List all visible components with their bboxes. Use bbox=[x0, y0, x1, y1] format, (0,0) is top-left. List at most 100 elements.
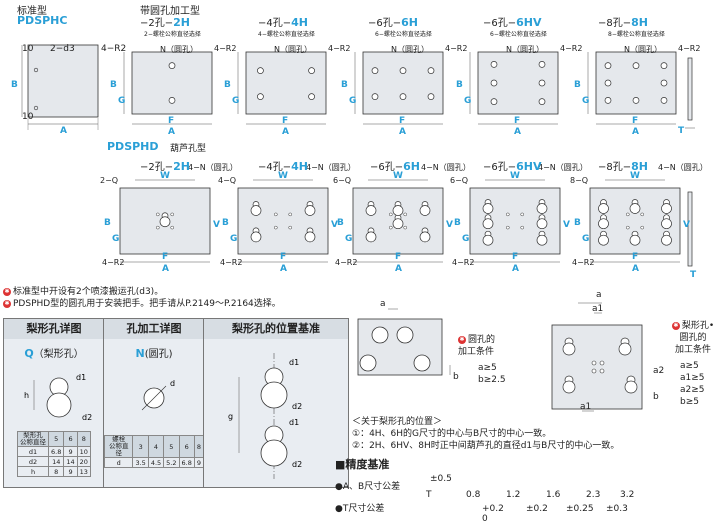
mark-icon: ✱ bbox=[458, 335, 466, 344]
dim-G: G bbox=[349, 96, 357, 106]
pear-hole-bottom bbox=[482, 218, 494, 230]
cond-a-label: a bbox=[380, 299, 386, 309]
round-title-2H: −2孔−2H bbox=[140, 16, 190, 29]
dim-B: B bbox=[222, 218, 229, 228]
pear-hole-bottom bbox=[629, 203, 641, 214]
pear-position-title: 梨形孔的位置基准 bbox=[204, 319, 348, 339]
dim-F: F bbox=[282, 116, 289, 126]
dim-V: V bbox=[563, 220, 570, 230]
round-type-label: 带圆孔加工型 bbox=[140, 6, 200, 17]
pear-title-6H: −6孔−6H bbox=[370, 160, 420, 173]
pear-hole-bottom bbox=[598, 203, 609, 214]
mark-icon: ✱ bbox=[3, 299, 11, 308]
dim-B: B bbox=[574, 218, 581, 228]
dim-T-top: T bbox=[678, 126, 685, 136]
pear-hole-bottom bbox=[536, 234, 548, 246]
hole-note: 4−螺栓公称直径选择 bbox=[258, 31, 315, 38]
n-label: 4−N（圆孔） bbox=[306, 163, 356, 172]
pear-hole-bottom bbox=[304, 205, 316, 216]
mark-icon: ✱ bbox=[3, 287, 11, 296]
hole bbox=[632, 62, 640, 69]
pear-title-4H: −4孔−4H bbox=[258, 160, 308, 173]
dim-ten-top: 10 bbox=[22, 44, 34, 54]
t-head: 3.2 bbox=[620, 490, 635, 500]
corner-label: 4−R2 bbox=[572, 258, 595, 267]
dim-F: F bbox=[168, 116, 175, 126]
t-head: 1.2 bbox=[506, 490, 521, 500]
precision-title: ■精度基准 bbox=[335, 458, 390, 471]
ab-tolerance-label: ●A、B尺寸公差 bbox=[335, 482, 401, 492]
q-label: 6−Q bbox=[450, 176, 469, 185]
hole bbox=[308, 67, 315, 74]
pear-hole-bottom bbox=[419, 231, 431, 243]
dim-V: V bbox=[213, 220, 220, 230]
hole bbox=[490, 79, 498, 87]
pear-hole-bottom bbox=[598, 234, 609, 246]
hole bbox=[371, 93, 379, 100]
corner-label: 4−R2 bbox=[452, 258, 475, 267]
mid-drawings bbox=[119, 179, 693, 267]
dim-ten-bottom: 10 bbox=[22, 112, 34, 122]
t-head: 1.6 bbox=[546, 490, 561, 500]
dim-F: F bbox=[399, 116, 406, 126]
dim-G: G bbox=[345, 234, 353, 244]
note-2: ✱PDSPHD型的圆孔用于安装把手。把手请从P.2149～P.2164选择。 bbox=[3, 299, 281, 309]
hole bbox=[427, 93, 435, 100]
dim-B: B bbox=[454, 218, 461, 228]
position-notes: ＜关于梨形孔的位置＞ ①：4H、6H的G尺寸的中心与B尺寸的中心一致。 ②：2H… bbox=[352, 417, 620, 451]
dim-W: W bbox=[510, 171, 520, 181]
cond2-b-label: b bbox=[653, 392, 659, 402]
dim-F: F bbox=[514, 116, 521, 126]
corner-label: 4−R2 bbox=[328, 44, 351, 53]
hole-n-label: (圆孔) bbox=[144, 349, 173, 360]
std-type-label: 标准型 bbox=[17, 6, 47, 17]
hole bbox=[427, 67, 435, 74]
dim-F: F bbox=[512, 252, 519, 262]
hole bbox=[660, 97, 668, 104]
hole bbox=[168, 62, 176, 69]
hole bbox=[538, 79, 546, 87]
dim-B: B bbox=[224, 80, 231, 90]
dim-A: A bbox=[162, 264, 169, 274]
dim-B-std: B bbox=[11, 80, 18, 90]
hole bbox=[490, 61, 498, 68]
svg-text:h: h bbox=[24, 391, 29, 400]
hole-note: 6−螺栓公称直径选择 bbox=[375, 31, 432, 38]
pear-q-label: （梨形孔） bbox=[33, 349, 84, 360]
top-drawings bbox=[21, 44, 695, 130]
hole-note: 6−螺栓公称直径选择 bbox=[490, 31, 547, 38]
svg-text:d2: d2 bbox=[82, 413, 92, 422]
round-title-8H: −8孔−8H bbox=[598, 16, 648, 29]
dim-F: F bbox=[632, 116, 639, 126]
dim-A: A bbox=[512, 264, 519, 274]
pear-hole-bottom bbox=[482, 203, 494, 214]
note-1: ✱标准型中开设有2个喷漆搬运孔(d3)。 bbox=[3, 287, 164, 297]
dim-V: V bbox=[683, 220, 690, 230]
round-condition: ✱圆孔的 加工条件 a≥5 b≥2.5 bbox=[458, 335, 506, 385]
ab-tolerance-value: ±0.5 bbox=[430, 474, 452, 484]
plate bbox=[245, 51, 327, 115]
pear-title-8H: −8孔−8H bbox=[598, 160, 648, 173]
pear-hole-bottom bbox=[365, 231, 377, 243]
dim-T-mid: T bbox=[690, 270, 697, 280]
pear-hole-bottom bbox=[392, 205, 404, 216]
pear-position-panel: 梨形孔的位置基准 g d1 d2 d1 d2 bbox=[203, 318, 349, 488]
svg-text:d: d bbox=[170, 379, 175, 388]
n-label: N（圆孔） bbox=[391, 45, 429, 54]
corner-label: 4−R2 bbox=[214, 44, 237, 53]
n-label: 4−N（圆孔） bbox=[538, 163, 588, 172]
dim-G: G bbox=[118, 96, 126, 106]
hole-n: N bbox=[135, 347, 145, 360]
dim-A: A bbox=[168, 127, 175, 137]
dim-G: G bbox=[582, 234, 590, 244]
dim-W: W bbox=[630, 171, 640, 181]
hole bbox=[604, 62, 612, 69]
corner-label: 4−R2 bbox=[335, 258, 358, 267]
t-head: T bbox=[426, 490, 432, 500]
pear-hole-bottom bbox=[304, 231, 316, 243]
t-head: 0.8 bbox=[466, 490, 481, 500]
pear-position-drawing: g d1 d2 d1 d2 bbox=[228, 353, 302, 479]
